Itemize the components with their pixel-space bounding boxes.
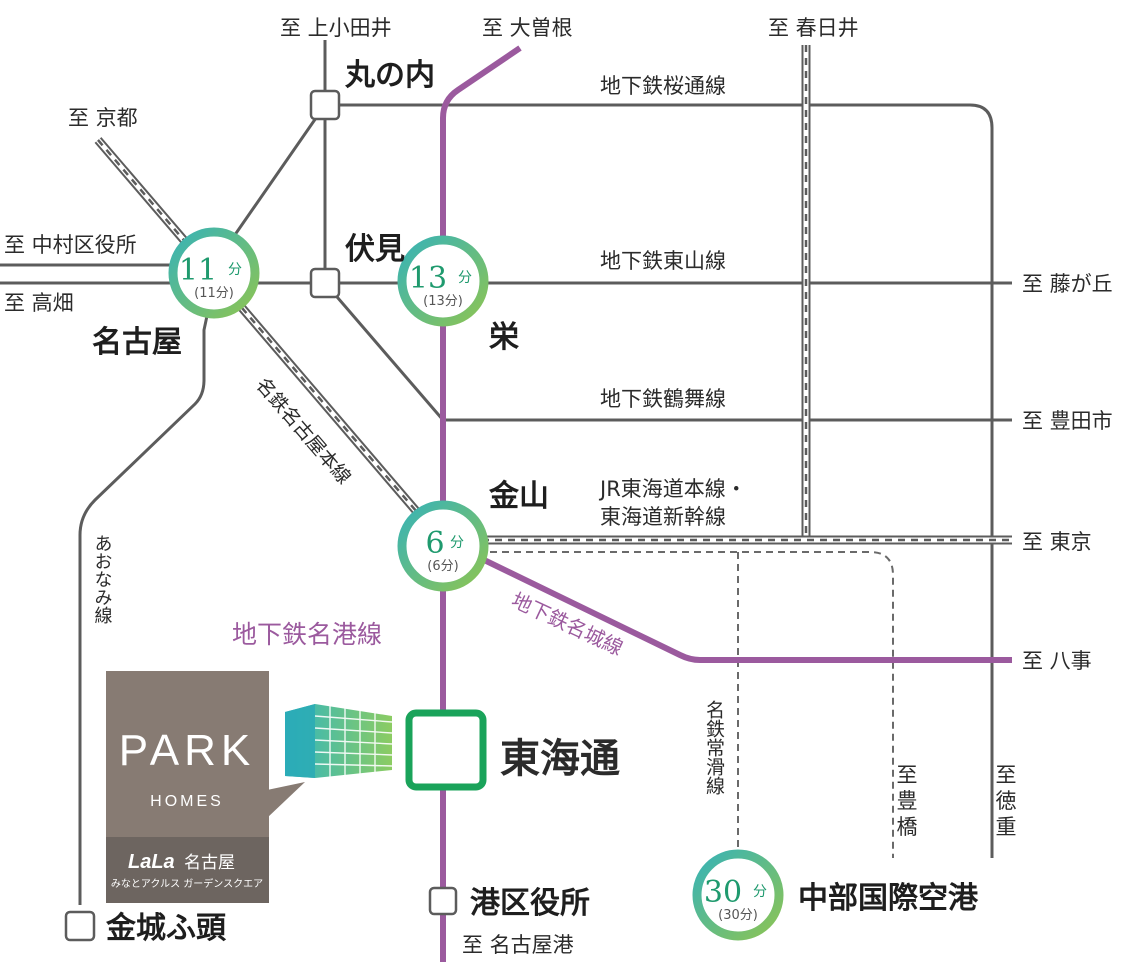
label-meitetsu-tokoname: 名鉄常滑線 — [703, 700, 725, 795]
ring-sakae: 13 分 (13分) — [397, 235, 489, 327]
station-kinjofuto-marker — [64, 910, 96, 942]
airport-minutes-sub: (30分) — [718, 908, 758, 923]
dest-tokyo: 至 東京 — [1022, 530, 1092, 554]
label-higashiyama: 地下鉄東山線 — [600, 249, 726, 273]
station-fushimi-marker — [309, 267, 341, 299]
kanayama-minutes-unit: 分 — [450, 535, 464, 551]
station-tokaidori-marker — [405, 709, 487, 791]
dest-ozone: 至 大曽根 — [482, 16, 573, 40]
station-fushimi: 伏見 — [345, 232, 405, 267]
label-jr-line1: JR東海道本線・ — [598, 477, 747, 501]
station-chubu-airport: 中部国際空港 — [798, 881, 979, 916]
ring-nagoya: 11 分 (11分) — [168, 227, 260, 319]
aonami-line — [78, 282, 216, 905]
dest-toyotashi: 至 豊田市 — [1022, 409, 1113, 433]
logo-lala-sub: みなとアクルス ガーデンスクエア — [111, 877, 263, 890]
dest-toyohashi: 至豊橋 — [897, 763, 918, 839]
airport-minutes: 30 — [704, 875, 742, 910]
station-minatokuyakusho: 港区役所 — [470, 886, 590, 921]
logo-homes: HOMES — [150, 793, 224, 810]
dest-yagoto: 至 八事 — [1022, 649, 1092, 673]
station-marunouchi: 丸の内 — [344, 58, 435, 93]
station-kinjofuto: 金城ふ頭 — [105, 911, 227, 946]
meitetsu-honsen-line — [94, 137, 445, 543]
label-tsurumai: 地下鉄鶴舞線 — [600, 387, 726, 411]
dest-fujigaoka: 至 藤が丘 — [1022, 272, 1113, 296]
station-kanayama: 金山 — [488, 479, 549, 514]
building-icon — [285, 704, 393, 778]
label-meiko: 地下鉄名港線 — [232, 620, 382, 649]
dest-kyoto: 至 京都 — [68, 106, 138, 130]
meiko-line — [440, 45, 522, 962]
station-tokaidori: 東海通 — [500, 736, 620, 782]
logo-lala: LaLa — [128, 851, 175, 873]
sakuradori-line — [212, 103, 994, 858]
label-jr-line2: 東海道新幹線 — [600, 505, 726, 529]
sakae-minutes-unit: 分 — [458, 270, 472, 286]
ring-kanayama: 6 分 (6分) — [397, 500, 489, 592]
airport-minutes-unit: 分 — [753, 884, 767, 900]
station-minatokuyakusho-marker — [428, 886, 458, 916]
logo-lala-name: 名古屋 — [184, 853, 235, 873]
station-marunouchi-marker — [309, 89, 341, 121]
meitetsu-tokoname-line — [490, 551, 894, 860]
nagoya-minutes: 11 — [179, 253, 217, 288]
dest-kasugai: 至 春日井 — [768, 16, 859, 40]
meijo-line — [441, 537, 1012, 663]
station-nagoya: 名古屋 — [92, 325, 182, 360]
sakae-minutes: 13 — [409, 261, 447, 296]
label-aonami: あおなみ線 — [92, 534, 113, 624]
subway-lines — [0, 40, 1012, 905]
dest-tokushige: 至徳重 — [996, 763, 1017, 839]
park-homes-logo: PARK HOMES LaLa 名古屋 みなとアクルス ガーデンスクエア — [106, 671, 305, 903]
dest-nakamurakuyakusho: 至 中村区役所 — [4, 233, 137, 257]
kanayama-minutes-sub: (6分) — [427, 559, 458, 574]
sakae-minutes-sub: (13分) — [423, 294, 463, 309]
dest-kamiotai: 至 上小田井 — [280, 16, 392, 40]
ring-chubu-airport: 30 分 (30分) — [692, 849, 784, 941]
kanayama-minutes: 6 — [425, 526, 444, 561]
dest-nagoyako: 至 名古屋港 — [462, 933, 574, 957]
nagoya-minutes-sub: (11分) — [194, 286, 234, 301]
logo-park: PARK — [119, 726, 256, 775]
dest-takabata: 至 高畑 — [4, 291, 74, 315]
station-sakae: 栄 — [489, 320, 519, 355]
label-meitetsu-honsen: 名鉄名古屋本線 — [251, 374, 355, 489]
tsurumai-line — [323, 40, 1012, 422]
nagoya-minutes-unit: 分 — [228, 262, 242, 278]
label-sakuradori: 地下鉄桜通線 — [600, 74, 726, 98]
